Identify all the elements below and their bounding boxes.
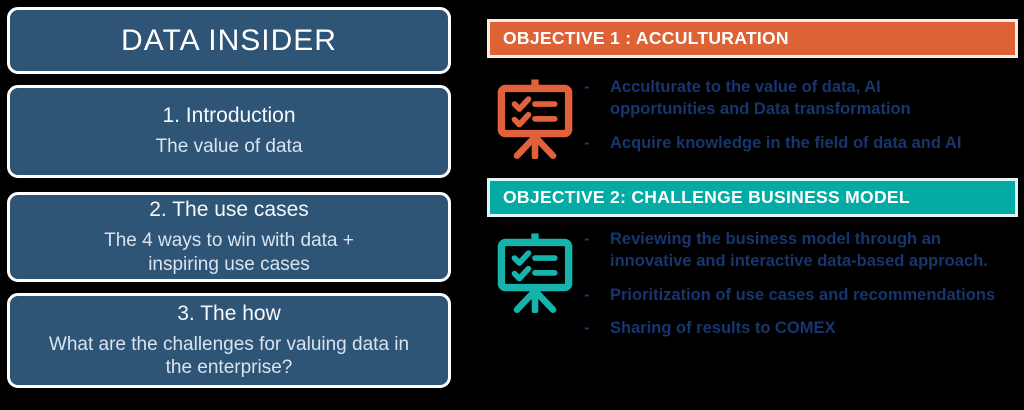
agenda-item-use-cases: 2. The use cases The 4 ways to win with … bbox=[7, 192, 451, 282]
bullet-item: - Sharing of results to COMEX bbox=[584, 318, 1020, 340]
agenda-item-detail: The value of data bbox=[155, 136, 303, 158]
bullet-text: Sharing of results to COMEX bbox=[610, 319, 836, 338]
presentation-checklist-icon bbox=[494, 77, 576, 159]
agenda-title-box: DATA INSIDER bbox=[7, 7, 451, 74]
bullet-dash: - bbox=[584, 133, 590, 152]
bullet-dash: - bbox=[584, 78, 590, 96]
bullet-item: - Reviewing the business model through a… bbox=[584, 229, 1020, 273]
agenda-item-detail: The 4 ways to win with data + inspiring … bbox=[104, 230, 354, 275]
objective-1-bullet-list: - Acculturate to the value of data, AI o… bbox=[584, 77, 1020, 154]
agenda-item-heading: 1. Introduction bbox=[162, 104, 296, 128]
presentation-checklist-icon bbox=[494, 231, 576, 313]
bullet-dash: - bbox=[584, 230, 590, 248]
objective-2-header-label: OBJECTIVE 2: CHALLENGE BUSINESS MODEL bbox=[503, 187, 910, 207]
objective-2-header: OBJECTIVE 2: CHALLENGE BUSINESS MODEL bbox=[487, 178, 1018, 217]
bullet-dash: - bbox=[584, 285, 590, 304]
agenda-item-heading: 3. The how bbox=[177, 301, 281, 325]
agenda-item-introduction: 1. Introduction The value of data bbox=[7, 85, 451, 178]
bullet-text: Acculturate to the value of data, AI opp… bbox=[610, 78, 911, 118]
bullet-text: Reviewing the business model through an … bbox=[610, 230, 988, 270]
objective-2-bullet-list: - Reviewing the business model through a… bbox=[584, 229, 1020, 340]
agenda-item-heading: 2. The use cases bbox=[149, 198, 309, 222]
bullet-dash: - bbox=[584, 319, 590, 338]
agenda-item-detail: What are the challenges for valuing data… bbox=[48, 333, 410, 378]
objective-1-header-label: OBJECTIVE 1 : ACCULTURATION bbox=[503, 28, 789, 48]
objective-1-header: OBJECTIVE 1 : ACCULTURATION bbox=[487, 19, 1018, 58]
slide-title: DATA INSIDER bbox=[121, 23, 337, 57]
agenda-item-the-how: 3. The how What are the challenges for v… bbox=[7, 293, 451, 388]
bullet-text: Prioritization of use cases and recommen… bbox=[610, 285, 996, 304]
bullet-item: - Acquire knowledge in the field of data… bbox=[584, 133, 1020, 155]
bullet-item: - Prioritization of use cases and recomm… bbox=[584, 285, 1020, 307]
bullet-text: Acquire knowledge in the field of data a… bbox=[610, 133, 962, 152]
bullet-item: - Acculturate to the value of data, AI o… bbox=[584, 77, 1020, 121]
